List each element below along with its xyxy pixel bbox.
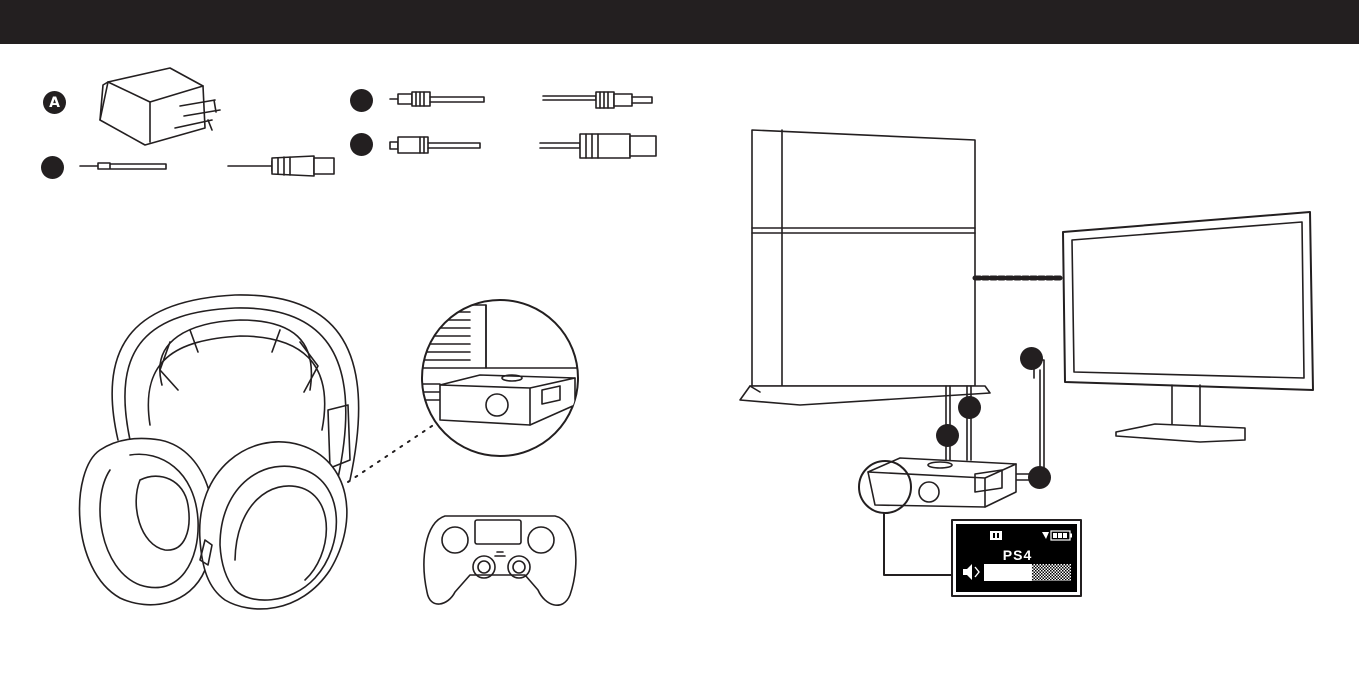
callout-g (936, 424, 959, 447)
callout-c (350, 89, 373, 112)
callout-f (958, 396, 981, 419)
callout-a: A (43, 91, 66, 114)
controller-icon (424, 516, 576, 605)
transmitter-icon (868, 458, 1016, 507)
lcd-leader-line (884, 513, 956, 575)
callout-d (350, 133, 373, 156)
optical-cable-icon (390, 92, 652, 108)
power-adapter-icon (100, 68, 220, 145)
zoom-leader-line (348, 422, 438, 482)
callout-h (1028, 466, 1051, 489)
monitor-link-cable (1034, 360, 1044, 474)
lcd-display: PS4 (956, 524, 1077, 592)
micro-usb-cable-icon (80, 156, 334, 176)
headset-icon (80, 295, 359, 609)
callout-b (41, 156, 64, 179)
transmitter-zoom-icon (422, 300, 580, 456)
battery-icon (1042, 531, 1072, 540)
dolby-icon (990, 531, 1002, 540)
usb-cable-icon (390, 134, 656, 158)
monitor-icon (1063, 212, 1313, 442)
volume-bar-fill (984, 564, 1032, 581)
ps4-console-icon (740, 130, 990, 405)
lcd-source-label: PS4 (957, 547, 1078, 563)
volume-icon (963, 564, 979, 580)
callout-e (1020, 347, 1043, 370)
